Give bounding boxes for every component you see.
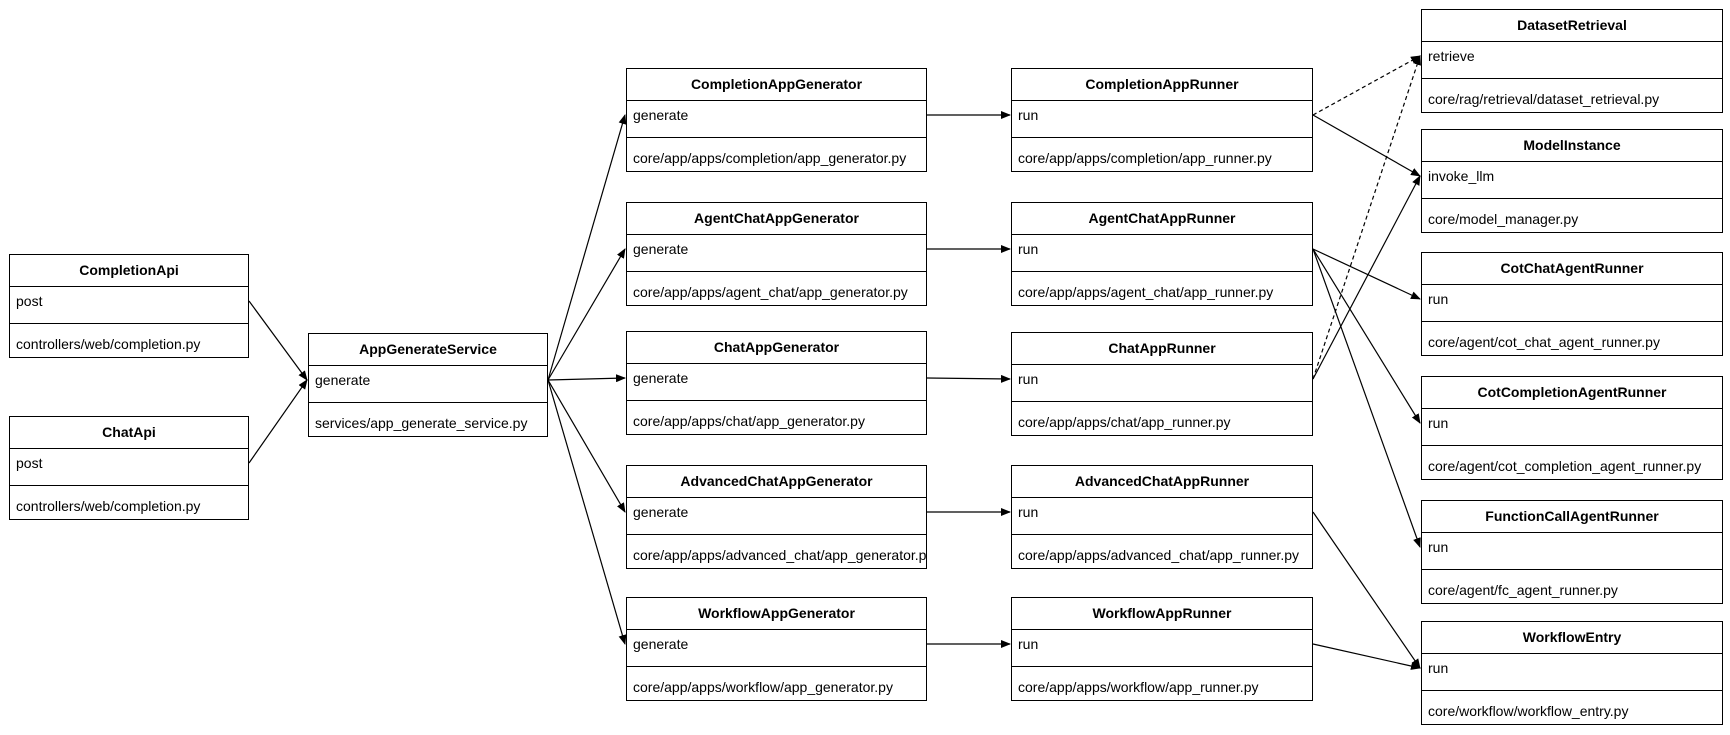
- connector-agent-chat-app-runner-to-function-call-agent-runner: [1312, 248, 1421, 548]
- method-name: run: [1422, 409, 1722, 446]
- method-name: post: [10, 449, 248, 486]
- connector-chat-app-runner-to-model-instance: [1312, 175, 1421, 380]
- file-path: core/model_manager.py: [1428, 211, 1579, 227]
- connector-chat-app-runner-to-dataset-retrieval: [1312, 55, 1421, 380]
- workflow-app-runner-box: WorkflowAppRunner run core/app/apps/work…: [1011, 597, 1313, 701]
- connector-chat-api-to-app-generate-service: [248, 379, 308, 464]
- method-name: run: [1012, 101, 1312, 138]
- class-title: CompletionAppRunner: [1012, 69, 1312, 101]
- connector-app-generate-service-to-advanced-chat-app-generator: [547, 379, 626, 513]
- class-title: AdvancedChatAppGenerator: [627, 466, 926, 498]
- connector-workflow-app-runner-to-workflow-entry: [1312, 643, 1421, 670]
- class-title: AgentChatAppGenerator: [627, 203, 926, 235]
- connector-app-generate-service-to-agent-chat-app-generator: [547, 248, 626, 381]
- class-title: CompletionAppGenerator: [627, 69, 926, 101]
- file-path: core/rag/retrieval/dataset_retrieval.py: [1428, 91, 1660, 107]
- method-name: run: [1422, 533, 1722, 570]
- method-name: run: [1422, 285, 1722, 322]
- class-title: CotCompletionAgentRunner: [1422, 377, 1722, 409]
- method-name: generate: [627, 498, 926, 535]
- method-name: generate: [627, 235, 926, 272]
- class-title: WorkflowAppRunner: [1012, 598, 1312, 630]
- file-path: core/agent/cot_chat_agent_runner.py: [1428, 334, 1660, 350]
- file-path: core/agent/fc_agent_runner.py: [1428, 582, 1618, 598]
- class-title: AgentChatAppRunner: [1012, 203, 1312, 235]
- connector-app-generate-service-to-chat-app-generator: [547, 374, 626, 383]
- dataset-retrieval-box: DatasetRetrieval retrieve core/rag/retri…: [1421, 9, 1723, 113]
- file-path: core/app/apps/completion/app_generator.p…: [633, 150, 907, 166]
- chat-api-box: ChatApi post controllers/web/completion.…: [9, 416, 249, 520]
- file-path: core/workflow/workflow_entry.py: [1428, 703, 1629, 719]
- class-title: AppGenerateService: [309, 334, 547, 366]
- method-name: generate: [627, 101, 926, 138]
- workflow-entry-box: WorkflowEntry run core/workflow/workflow…: [1421, 621, 1723, 725]
- model-instance-box: ModelInstance invoke_llm core/model_mana…: [1421, 129, 1723, 233]
- file-path: controllers/web/completion.py: [16, 498, 201, 514]
- advanced-chat-app-runner-box: AdvancedChatAppRunner run core/app/apps/…: [1011, 465, 1313, 569]
- method-name: invoke_llm: [1422, 162, 1722, 199]
- method-name: post: [10, 287, 248, 324]
- class-title: WorkflowEntry: [1422, 622, 1722, 654]
- class-title: WorkflowAppGenerator: [627, 598, 926, 630]
- file-path: core/app/apps/chat/app_generator.py: [633, 413, 865, 429]
- connector-chat-app-generator-to-chat-app-runner: [926, 374, 1011, 383]
- method-name: retrieve: [1422, 42, 1722, 79]
- method-name: run: [1422, 654, 1722, 691]
- connector-completion-app-runner-to-model-instance: [1312, 114, 1421, 177]
- cot-completion-agent-runner-box: CotCompletionAgentRunner run core/agent/…: [1421, 376, 1723, 480]
- connector-agent-chat-app-runner-to-cot-completion-agent-runner: [1312, 248, 1421, 424]
- class-title: DatasetRetrieval: [1422, 10, 1722, 42]
- app-generate-service-box: AppGenerateService generate services/app…: [308, 333, 548, 437]
- connector-app-generate-service-to-workflow-app-generator: [547, 379, 627, 645]
- method-name: run: [1012, 235, 1312, 272]
- method-name: run: [1012, 365, 1312, 402]
- completion-app-generator-box: CompletionAppGenerator generate core/app…: [626, 68, 927, 172]
- class-title: ChatAppGenerator: [627, 332, 926, 364]
- workflow-app-generator-box: WorkflowAppGenerator generate core/app/a…: [626, 597, 927, 701]
- file-path: core/agent/cot_completion_agent_runner.p…: [1428, 458, 1702, 474]
- agent-chat-app-runner-box: AgentChatAppRunner run core/app/apps/age…: [1011, 202, 1313, 306]
- file-path: core/app/apps/chat/app_runner.py: [1018, 414, 1231, 430]
- file-path: core/app/apps/workflow/app_generator.py: [633, 679, 893, 695]
- file-path: core/app/apps/advanced_chat/app_generato…: [633, 547, 926, 563]
- connector-advanced-chat-app-runner-to-workflow-entry: [1312, 511, 1421, 669]
- agent-chat-app-generator-box: AgentChatAppGenerator generate core/app/…: [626, 202, 927, 306]
- connector-app-generate-service-to-completion-app-generator: [547, 114, 627, 381]
- class-title: CompletionApi: [10, 255, 248, 287]
- class-title: ChatApi: [10, 417, 248, 449]
- method-name: generate: [627, 364, 926, 401]
- method-name: run: [1012, 630, 1312, 667]
- connector-completion-api-to-app-generate-service: [248, 300, 308, 381]
- file-path: core/app/apps/agent_chat/app_runner.py: [1018, 284, 1274, 300]
- class-title: AdvancedChatAppRunner: [1012, 466, 1312, 498]
- connector-agent-chat-app-runner-to-cot-chat-agent-runner: [1312, 248, 1421, 300]
- connector-completion-app-runner-to-dataset-retrieval: [1312, 55, 1421, 116]
- file-path: core/app/apps/agent_chat/app_generator.p…: [633, 284, 908, 300]
- cot-chat-agent-runner-box: CotChatAgentRunner run core/agent/cot_ch…: [1421, 252, 1723, 356]
- completion-api-box: CompletionApi post controllers/web/compl…: [9, 254, 249, 358]
- class-title: ChatAppRunner: [1012, 333, 1312, 365]
- method-name: generate: [309, 366, 547, 403]
- chat-app-runner-box: ChatAppRunner run core/app/apps/chat/app…: [1011, 332, 1313, 436]
- file-path: services/app_generate_service.py: [315, 415, 528, 431]
- function-call-agent-runner-box: FunctionCallAgentRunner run core/agent/f…: [1421, 500, 1723, 604]
- class-title: FunctionCallAgentRunner: [1422, 501, 1722, 533]
- method-name: generate: [627, 630, 926, 667]
- file-path: core/app/apps/completion/app_runner.py: [1018, 150, 1272, 166]
- file-path: core/app/apps/advanced_chat/app_runner.p…: [1018, 547, 1299, 563]
- method-name: run: [1012, 498, 1312, 535]
- file-path: controllers/web/completion.py: [16, 336, 201, 352]
- class-title: ModelInstance: [1422, 130, 1722, 162]
- advanced-chat-app-generator-box: AdvancedChatAppGenerator generate core/a…: [626, 465, 927, 569]
- class-title: CotChatAgentRunner: [1422, 253, 1722, 285]
- completion-app-runner-box: CompletionAppRunner run core/app/apps/co…: [1011, 68, 1313, 172]
- chat-app-generator-box: ChatAppGenerator generate core/app/apps/…: [626, 331, 927, 435]
- file-path: core/app/apps/workflow/app_runner.py: [1018, 679, 1259, 695]
